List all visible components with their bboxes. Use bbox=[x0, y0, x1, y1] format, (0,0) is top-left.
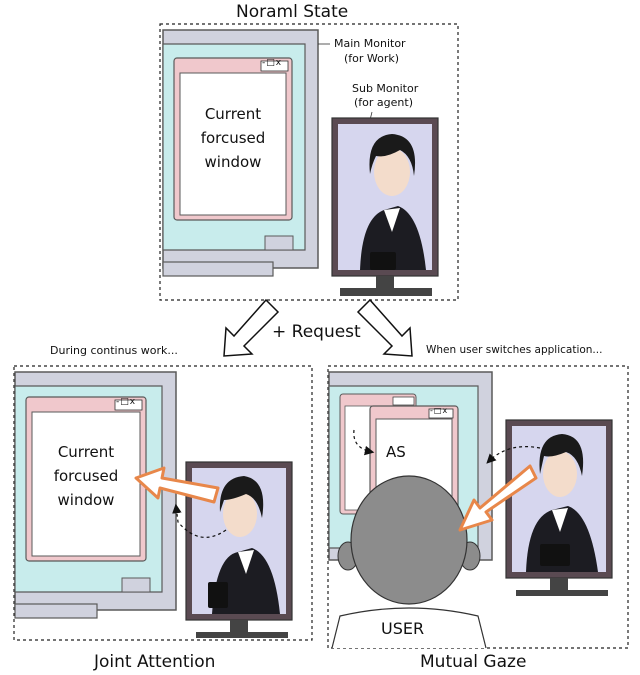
right-agent-icon bbox=[526, 434, 598, 572]
right-panel bbox=[327, 365, 629, 649]
right-front-window-buttons: -□x bbox=[430, 406, 449, 415]
main-monitor-label-line1: Main Monitor bbox=[334, 37, 406, 50]
left-window bbox=[25, 396, 147, 562]
right-panel-caption: When user switches application... bbox=[426, 344, 603, 356]
top-window-text-line3: window bbox=[204, 153, 262, 171]
right-window-label: AS bbox=[386, 443, 406, 461]
left-panel bbox=[13, 365, 313, 641]
top-window-text-line2: forcused bbox=[200, 129, 266, 147]
right-gaze-orange-arrow bbox=[458, 464, 538, 532]
left-agent-icon bbox=[208, 476, 280, 614]
transition-arrows bbox=[223, 298, 413, 357]
request-label: + Request bbox=[272, 322, 361, 342]
left-panel-title: Joint Attention bbox=[94, 652, 216, 672]
right-sub-monitor bbox=[505, 419, 613, 596]
left-window-buttons: -□x bbox=[116, 397, 137, 407]
sub-monitor-label-line2: (for agent) bbox=[354, 96, 413, 109]
top-window-text-line1: Current bbox=[204, 105, 262, 123]
top-sub-monitor bbox=[331, 117, 439, 296]
left-window-text-line2: forcused bbox=[53, 467, 119, 485]
app-switch-dashed-arrow bbox=[353, 429, 375, 456]
left-gaze-orange-arrow bbox=[134, 466, 220, 504]
top-agent-icon bbox=[360, 134, 426, 270]
top-window-text: Current forcused window bbox=[180, 102, 286, 174]
sub-monitor-label-line1: Sub Monitor bbox=[352, 82, 419, 95]
left-panel-frame bbox=[13, 365, 313, 641]
top-window bbox=[173, 57, 293, 221]
left-panel-caption: During continus work... bbox=[50, 344, 178, 357]
top-panel-frame bbox=[159, 23, 459, 301]
top-panel-title: Noraml State bbox=[236, 2, 349, 22]
user-head-icon bbox=[331, 475, 487, 649]
main-monitor-label-line2: (for Work) bbox=[344, 52, 400, 65]
left-gaze-dashed-arrow bbox=[172, 503, 227, 538]
user-label: USER bbox=[381, 619, 425, 638]
right-panel-title: Mutual Gaze bbox=[420, 652, 527, 672]
left-window-text: Current forcused window bbox=[32, 440, 140, 512]
top-window-buttons: -□x bbox=[262, 58, 283, 68]
left-window-text-line3: window bbox=[57, 491, 115, 509]
left-window-text-line1: Current bbox=[57, 443, 115, 461]
top-panel bbox=[159, 23, 459, 301]
left-down-arrow bbox=[223, 298, 280, 357]
right-down-arrow bbox=[356, 298, 413, 357]
